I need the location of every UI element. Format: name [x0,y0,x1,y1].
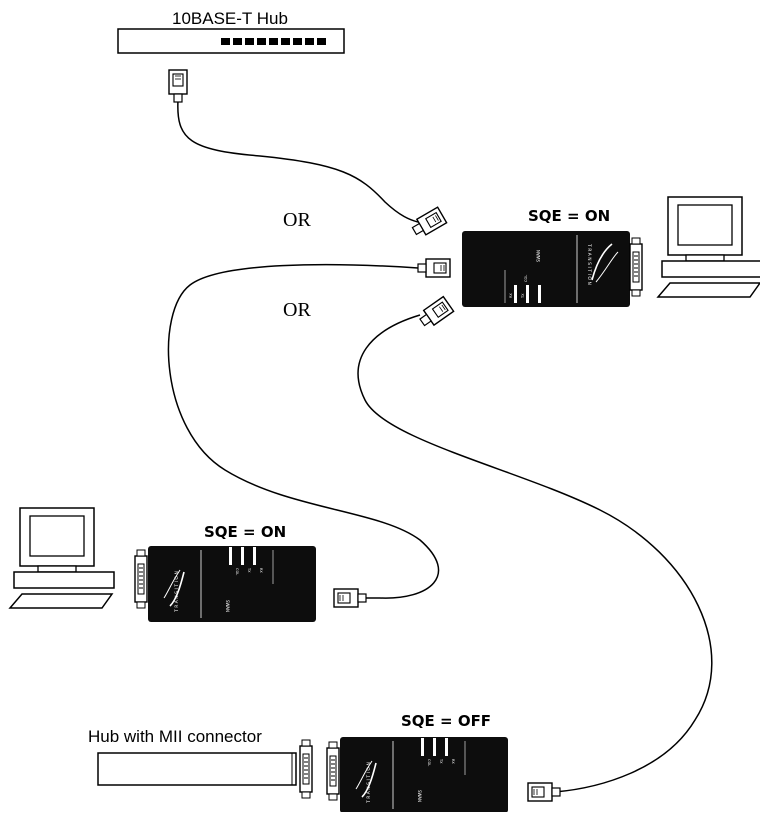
module-model-label: SWAN [417,790,422,802]
hub-10baset-label: 10BASE-T Hub [172,9,288,28]
hub-10baset [117,28,345,54]
hub-mii [97,739,313,799]
rj45-plug-icon [168,69,561,802]
cable-hub-to-module [177,99,419,223]
computer-icon [9,507,115,609]
hub-mii-label: Hub with MII connector [88,727,262,746]
module-brand-label: TRANSITION [586,243,592,286]
led-label-col: COL [427,759,431,766]
transceiver-module-icon [148,546,316,622]
mii-connector-icon [299,739,313,799]
mii-connector-icon [326,741,340,801]
module-model-label: SWAN [225,600,230,612]
hub-icon [117,28,345,54]
led-label-rx: RX [451,759,455,764]
transceiver-module-left: SWAN COL TX RX TRANSITION [134,546,316,622]
computer-icon [657,196,760,298]
led-label-col: COL [524,275,528,282]
transceiver-module-top: SWAN COL TX RX TRANSITION [462,231,643,307]
hub-icon [97,752,297,786]
led-label-col: COL [235,568,239,575]
module-brand-label: TRANSITION [174,570,180,613]
led-label-tx: TX [247,567,251,573]
transceiver-module-bottom: SWAN COL TX RX TRANSITION [326,737,508,813]
transceiver-module-icon [462,231,630,307]
or-label: OR [283,299,311,321]
sqe-status-label: SQE = ON [204,523,287,541]
sqe-status-label: SQE = OFF [401,712,492,730]
module-brand-label: TRANSITION [366,761,372,804]
led-label-rx: RX [509,293,513,298]
transceiver-module-icon [340,737,508,813]
mii-connector-icon [134,549,148,609]
or-label: OR [283,209,311,231]
sqe-status-label: SQE = ON [528,207,611,225]
mii-connector-icon [629,237,643,297]
cable-left-loop [167,263,440,599]
led-label-tx: TX [521,293,525,299]
module-model-label: SWAN [536,250,541,262]
cable-icon [167,99,713,793]
cable-long-loop [357,314,713,793]
led-label-tx: TX [439,758,443,764]
led-label-rx: RX [259,568,263,573]
